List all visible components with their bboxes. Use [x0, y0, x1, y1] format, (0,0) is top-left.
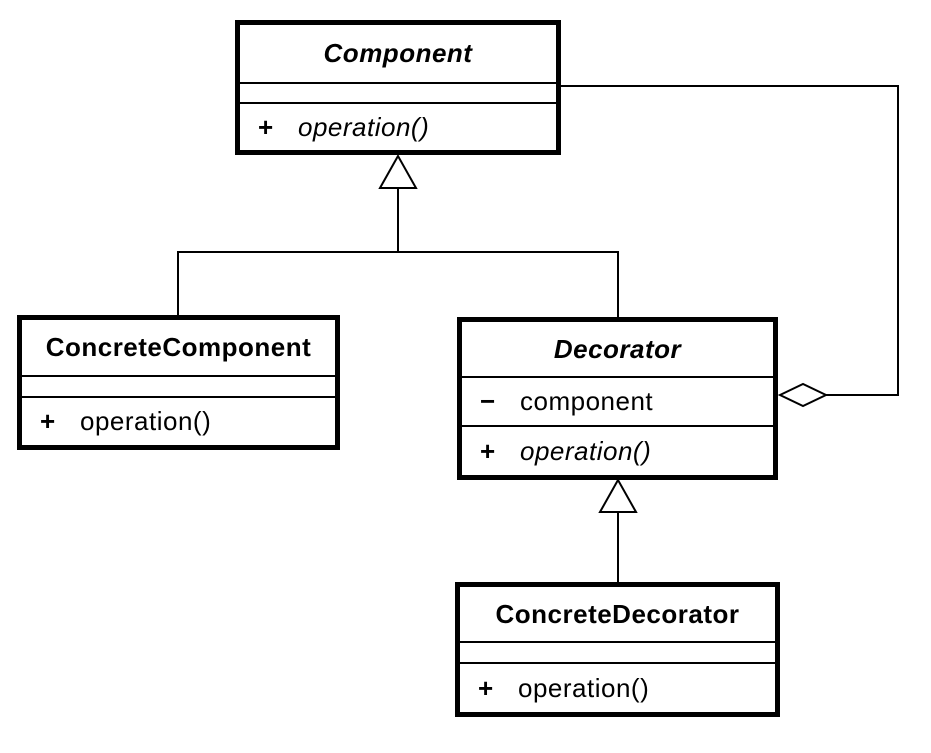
operation-label: operation() — [80, 406, 212, 436]
class-box-component: Component + operation() — [235, 20, 561, 155]
operation-label: operation() — [518, 672, 650, 703]
operations-section: + operation() — [462, 425, 773, 475]
attributes-section — [240, 82, 556, 102]
operations-section: + operation() — [460, 662, 775, 712]
visibility-marker: + — [478, 672, 494, 703]
attributes-section: − component — [462, 376, 773, 425]
generalization-triangle-icon — [378, 153, 418, 189]
operation-label: operation() — [520, 435, 652, 466]
class-title: ConcreteDecorator — [495, 598, 740, 629]
aggregation-diamond-icon — [777, 382, 829, 408]
visibility-marker: + — [480, 435, 496, 466]
class-title: Component — [323, 38, 473, 68]
visibility-marker: + — [258, 111, 274, 142]
class-title: Decorator — [553, 333, 682, 364]
operation-row: + operation() — [460, 664, 775, 712]
attributes-section — [460, 641, 775, 662]
operation-row: + operation() — [22, 398, 335, 445]
operations-section: + operation() — [22, 396, 335, 445]
visibility-marker: − — [480, 386, 496, 416]
generalization-connector-to-component — [177, 186, 619, 318]
operation-label: operation() — [298, 111, 430, 142]
visibility-marker: + — [40, 406, 56, 436]
operation-row: + operation() — [462, 427, 773, 475]
operation-row: + operation() — [240, 104, 556, 150]
class-box-decorator: Decorator − component + operation() — [457, 317, 778, 480]
attribute-label: component — [520, 386, 654, 416]
generalization-triangle-icon — [598, 477, 638, 513]
aggregation-connector — [561, 85, 899, 396]
class-box-concrete-component: ConcreteComponent + operation() — [17, 315, 340, 450]
class-box-concrete-decorator: ConcreteDecorator + operation() — [455, 582, 780, 717]
class-title: ConcreteComponent — [45, 332, 312, 362]
attribute-row: − component — [462, 378, 773, 425]
attributes-section — [22, 375, 335, 396]
operations-section: + operation() — [240, 102, 556, 150]
